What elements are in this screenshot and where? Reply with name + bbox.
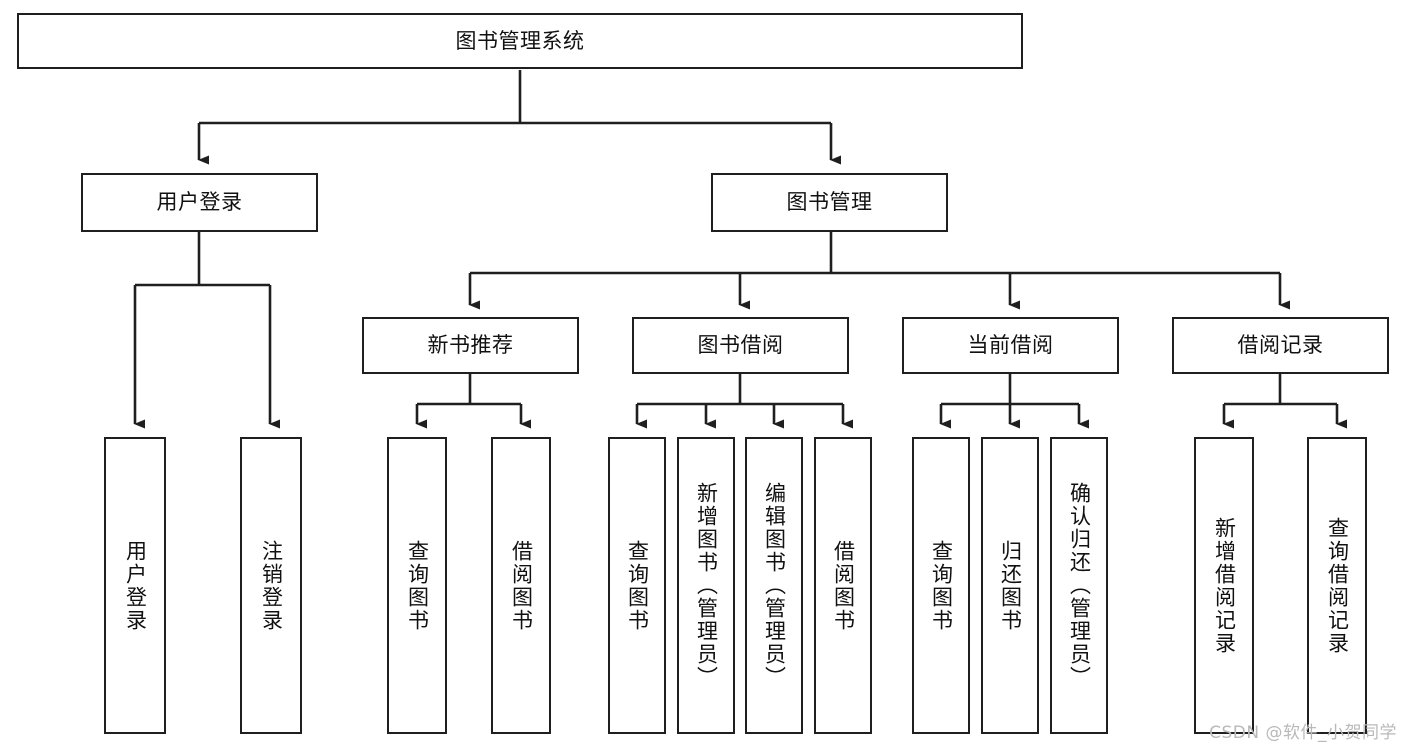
leaf-borrow-add-book-label: 新增图书（管理员） <box>694 482 719 689</box>
node-book-management[interactable]: 图书管理 <box>711 173 948 232</box>
leaf-borrow-borrow-book-label: 借阅图书 <box>831 539 856 632</box>
node-book-management-label: 图书管理 <box>786 190 873 215</box>
node-new-book-recommend[interactable]: 新书推荐 <box>362 317 579 374</box>
leaf-user-login-login-label: 用户登录 <box>123 539 148 632</box>
leaf-new-book-query[interactable]: 查询图书 <box>387 437 447 734</box>
node-borrow-records-label: 借阅记录 <box>1237 333 1324 358</box>
leaf-borrow-borrow-book[interactable]: 借阅图书 <box>814 437 872 734</box>
node-current-borrow-label: 当前借阅 <box>967 333 1054 358</box>
leaf-borrow-edit-book[interactable]: 编辑图书（管理员） <box>745 437 803 734</box>
leaf-current-query-book[interactable]: 查询图书 <box>912 437 970 734</box>
node-root-system-label: 图书管理系统 <box>455 28 585 53</box>
node-book-borrow[interactable]: 图书借阅 <box>632 317 849 374</box>
leaf-current-return-book-label: 归还图书 <box>998 539 1023 632</box>
leaf-new-book-borrow[interactable]: 借阅图书 <box>491 437 551 734</box>
leaf-borrow-edit-book-label: 编辑图书（管理员） <box>762 482 787 689</box>
leaf-user-login-login[interactable]: 用户登录 <box>104 437 166 734</box>
leaf-records-query-record-label: 查询借阅记录 <box>1325 516 1350 655</box>
leaf-borrow-add-book[interactable]: 新增图书（管理员） <box>677 437 735 734</box>
leaf-current-confirm-return[interactable]: 确认归还（管理员） <box>1050 437 1108 734</box>
leaf-records-add-record[interactable]: 新增借阅记录 <box>1194 437 1254 734</box>
node-borrow-records[interactable]: 借阅记录 <box>1172 317 1389 374</box>
node-new-book-recommend-label: 新书推荐 <box>427 333 514 358</box>
leaf-current-confirm-return-label: 确认归还（管理员） <box>1067 482 1092 689</box>
node-user-login[interactable]: 用户登录 <box>81 173 318 232</box>
leaf-new-book-query-label: 查询图书 <box>405 539 430 632</box>
node-user-login-label: 用户登录 <box>156 190 243 215</box>
leaf-new-book-borrow-label: 借阅图书 <box>509 539 534 632</box>
leaf-user-login-logout[interactable]: 注销登录 <box>240 437 302 734</box>
leaf-user-login-logout-label: 注销登录 <box>259 539 284 632</box>
leaf-records-add-record-label: 新增借阅记录 <box>1212 516 1237 655</box>
leaf-current-query-book-label: 查询图书 <box>929 539 954 632</box>
leaf-borrow-query-book[interactable]: 查询图书 <box>608 437 666 734</box>
leaf-borrow-query-book-label: 查询图书 <box>625 539 650 632</box>
leaf-current-return-book[interactable]: 归还图书 <box>981 437 1039 734</box>
node-current-borrow[interactable]: 当前借阅 <box>902 317 1119 374</box>
node-book-borrow-label: 图书借阅 <box>697 333 784 358</box>
node-root-system[interactable]: 图书管理系统 <box>17 13 1023 69</box>
leaf-records-query-record[interactable]: 查询借阅记录 <box>1307 437 1367 734</box>
